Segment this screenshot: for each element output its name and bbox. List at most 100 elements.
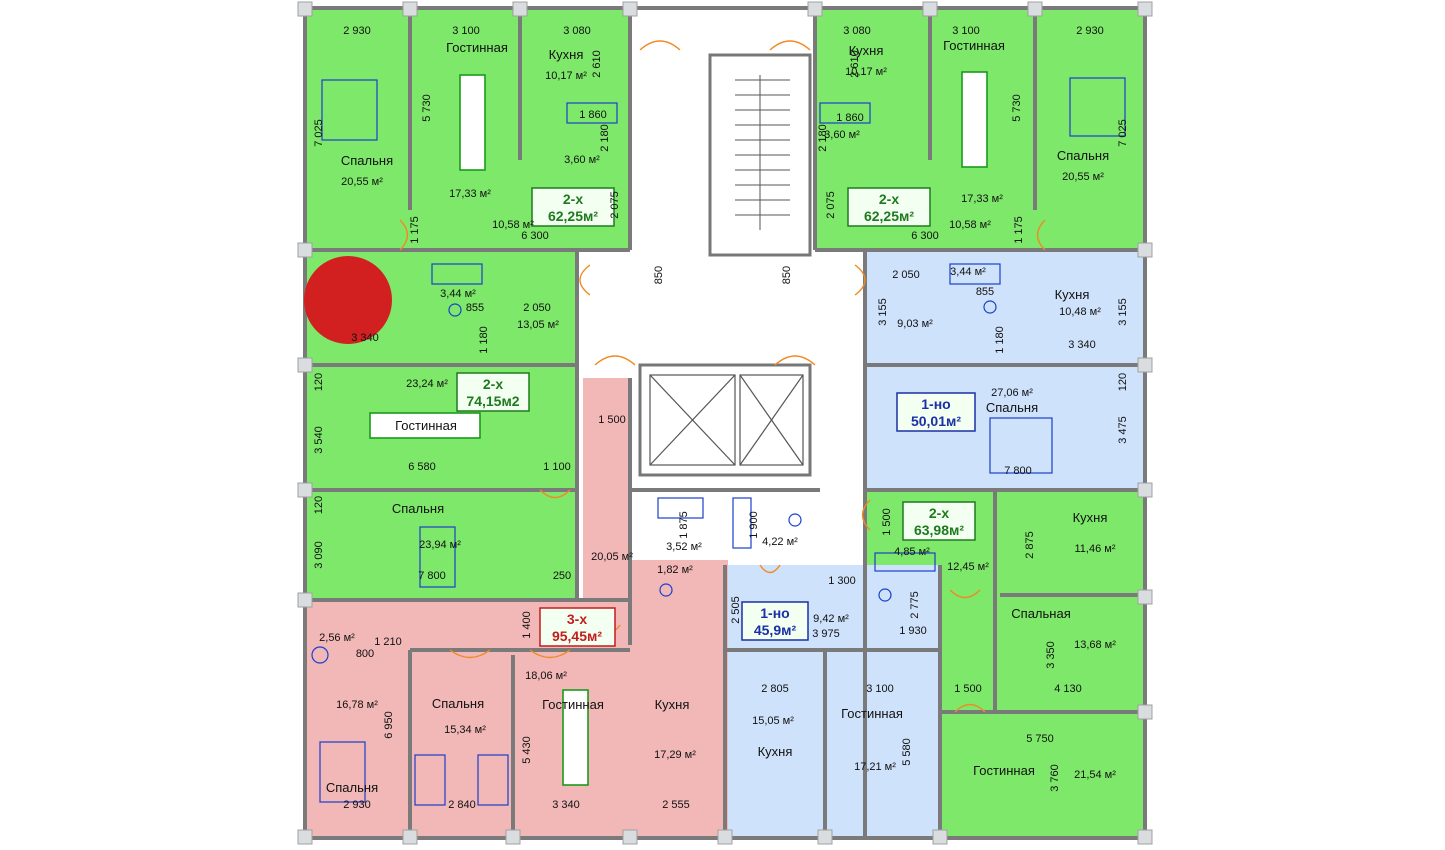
room-name: Гостинная bbox=[973, 763, 1035, 778]
room-area: 3,60 м² bbox=[824, 129, 860, 141]
dimension-label: 2 505 bbox=[730, 596, 742, 624]
room-area: 4,85 м² bbox=[894, 546, 930, 558]
dimension-label: 2 050 bbox=[892, 269, 920, 281]
dimension-label: 120 bbox=[313, 373, 325, 391]
dimension-label: 3 080 bbox=[563, 25, 591, 37]
furniture bbox=[311, 71, 1126, 806]
apartment-label-2x-top-left: 2-х 62,25м² bbox=[531, 187, 615, 227]
room-area: 15,05 м² bbox=[752, 715, 794, 727]
room-area: 16,78 м² bbox=[336, 699, 378, 711]
apartment-type: 2-х bbox=[483, 376, 503, 392]
dimension-label: 2 930 bbox=[343, 799, 371, 811]
dimension-label: 6 300 bbox=[911, 230, 939, 242]
dimension-label: 1 175 bbox=[409, 216, 421, 244]
room-name: Кухня bbox=[849, 43, 884, 58]
dimension-label: 1 100 bbox=[543, 461, 571, 473]
dimension-label: 3 100 bbox=[452, 25, 480, 37]
walls bbox=[303, 6, 1147, 840]
dimension-label: 1 400 bbox=[521, 611, 533, 639]
dimension-label: 2 875 bbox=[1024, 531, 1036, 559]
bed-icon bbox=[989, 417, 1053, 474]
toilet-icon bbox=[448, 303, 462, 317]
dimension-label: 5 730 bbox=[421, 94, 433, 122]
dimension-label: 850 bbox=[653, 266, 665, 284]
room-area: 13,68 м² bbox=[1074, 639, 1116, 651]
dimension-label: 6 950 bbox=[383, 711, 395, 739]
stair-treads bbox=[735, 75, 790, 230]
dimension-label: 3 340 bbox=[552, 799, 580, 811]
dimension-label: 3 155 bbox=[877, 298, 889, 326]
room-name: Кухня bbox=[655, 697, 690, 712]
elevator-block bbox=[638, 363, 812, 477]
apartment-area: 45,9м² bbox=[754, 622, 797, 638]
elevator-shafts bbox=[649, 374, 804, 466]
dimension-label: 2 610 bbox=[849, 50, 861, 78]
apartment-fills bbox=[305, 8, 1145, 837]
dimension-label: 2 930 bbox=[343, 25, 371, 37]
room-area: 17,33 м² bbox=[961, 193, 1003, 205]
bed-icon bbox=[319, 741, 366, 803]
dimension-label: 2 610 bbox=[591, 50, 603, 78]
dimension-label: 5 750 bbox=[1026, 733, 1054, 745]
dimension-label: 3 475 bbox=[1117, 416, 1129, 444]
room-area: 20,55 м² bbox=[341, 176, 383, 188]
room-name: Спальная bbox=[1011, 606, 1070, 621]
core bbox=[638, 53, 812, 477]
dimension-label: 3 975 bbox=[812, 628, 840, 640]
apartment-type: 1-но bbox=[760, 605, 789, 621]
room-area: 17,29 м² bbox=[654, 749, 696, 761]
room-area: 10,58 м² bbox=[492, 219, 534, 231]
dimension-label: 1 500 bbox=[598, 414, 626, 426]
toilet-icon bbox=[311, 646, 329, 664]
room-name: Спальня bbox=[986, 400, 1038, 415]
bed-icon bbox=[477, 754, 509, 806]
door-swings bbox=[399, 40, 1046, 713]
room-name: Гостинная bbox=[542, 697, 604, 712]
bathtub-icon bbox=[732, 497, 752, 549]
apartment-area: 62,25м² bbox=[548, 208, 598, 224]
dimension-label: 1 210 bbox=[374, 636, 402, 648]
dimension-label: 800 bbox=[356, 648, 374, 660]
room-area: 17,33 м² bbox=[449, 188, 491, 200]
room-area: 1,82 м² bbox=[657, 564, 693, 576]
dimension-label: 2 180 bbox=[817, 124, 829, 152]
room-area: 4,22 м² bbox=[762, 536, 798, 548]
dimension-label: 2 555 bbox=[662, 799, 690, 811]
room-area: 2,56 м² bbox=[319, 632, 355, 644]
dimension-label: 2 805 bbox=[761, 683, 789, 695]
room-area: 10,48 м² bbox=[1059, 306, 1101, 318]
dimension-label: 855 bbox=[976, 286, 994, 298]
apartment-area: 50,01м² bbox=[911, 413, 961, 429]
bed-icon bbox=[419, 526, 456, 588]
apartment-type: 1-но bbox=[921, 396, 950, 412]
room-area: 23,94 м² bbox=[419, 539, 461, 551]
dining-table-icon bbox=[562, 689, 589, 786]
room-name: Гостинная bbox=[446, 40, 508, 55]
dimension-label: 120 bbox=[313, 496, 325, 514]
dimension-label: 3 340 bbox=[351, 332, 379, 344]
apartment-label-1-mid-right: 1-но 50,01м² bbox=[896, 392, 976, 432]
room-name: Кухня bbox=[549, 47, 584, 62]
dimension-label: 3 350 bbox=[1045, 641, 1057, 669]
dimension-label: 2 840 bbox=[448, 799, 476, 811]
dimension-label: 6 580 bbox=[408, 461, 436, 473]
toilet-icon bbox=[983, 300, 997, 314]
apartment-area: 63,98м² bbox=[914, 522, 964, 538]
dimension-label: 6 300 bbox=[521, 230, 549, 242]
room-area: 3,52 м² bbox=[666, 541, 702, 553]
dimension-label: 1 875 bbox=[678, 511, 690, 539]
dimension-label: 1 180 bbox=[994, 326, 1006, 354]
room-area: 10,17 м² bbox=[845, 66, 887, 78]
dimension-label: 3 090 bbox=[313, 541, 325, 569]
dimension-labels: 2 930 3 100 3 080 3 080 3 100 2 930 2 61… bbox=[313, 25, 1129, 811]
dimension-label: 7 025 bbox=[1117, 119, 1129, 147]
apartment-label-2x-mid-left: 2-х 74,15м2 bbox=[456, 372, 530, 412]
room-name: Спальня bbox=[326, 780, 378, 795]
dimension-label: 2 930 bbox=[1076, 25, 1104, 37]
room-area: 12,45 м² bbox=[947, 561, 989, 573]
bathtub-icon bbox=[657, 497, 704, 519]
apartment-type: 2-х bbox=[563, 191, 583, 207]
room-area: 9,42 м² bbox=[813, 613, 849, 625]
room-area: 9,03 м² bbox=[897, 318, 933, 330]
